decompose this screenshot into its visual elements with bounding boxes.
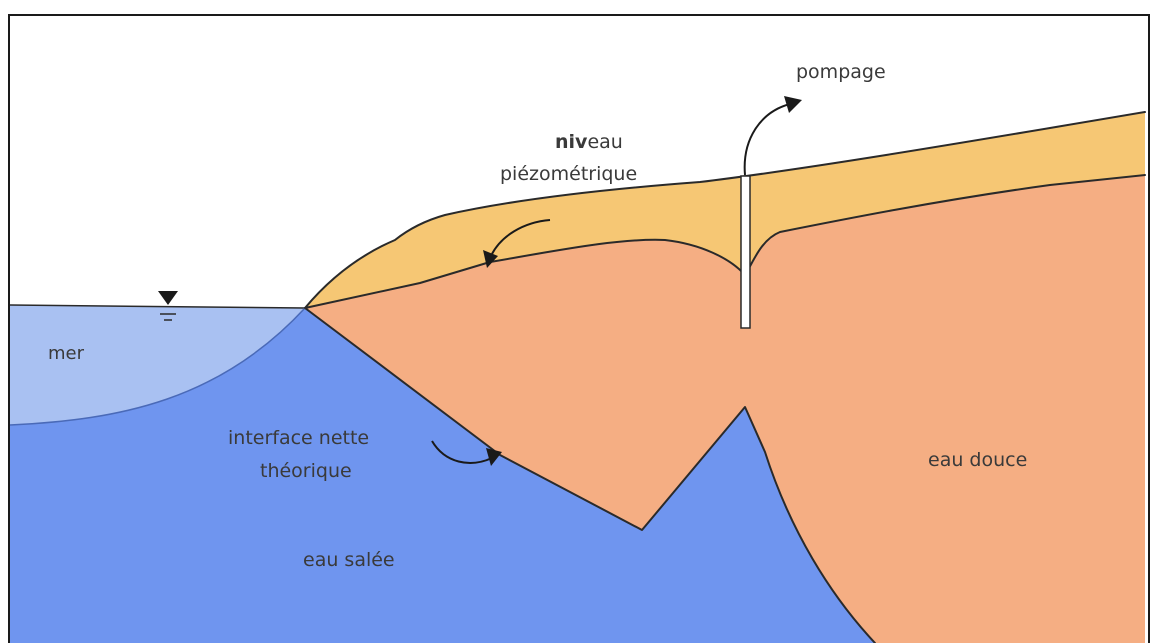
piezometric-label-line2: piézométrique xyxy=(500,163,637,185)
salt-water-label: eau salée xyxy=(303,549,395,571)
pumping-label: pompage xyxy=(796,61,886,83)
piezometric-label-line1: niveau xyxy=(555,131,623,153)
fresh-water-label: eau douce xyxy=(928,449,1027,471)
sea-label: mer xyxy=(48,343,85,364)
interface-label-line1: interface nette xyxy=(228,427,369,449)
pumping-well xyxy=(741,176,750,328)
interface-label-line2: théorique xyxy=(260,460,352,482)
